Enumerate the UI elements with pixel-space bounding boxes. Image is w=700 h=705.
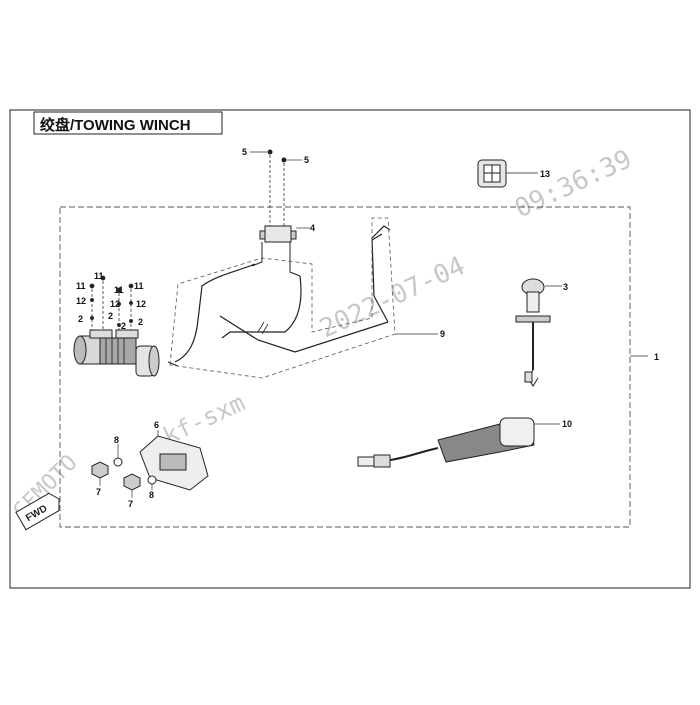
winch-motor [73,329,160,377]
callout-labels: 1 3 4 5 5 6 7 7 8 8 9 10 11 11 11 11 12 … [76,147,659,509]
diagram-title: 绞盘/TOWING WINCH [40,116,191,134]
callout-12a: 12 [76,296,86,306]
callout-11a: 11 [76,281,86,291]
switch-part [515,278,562,387]
harness-outline [169,217,396,379]
outer-frame [9,109,691,589]
winch-bolt-lines [89,275,134,330]
callout-11c: 11 [114,285,124,295]
callout-11b: 11 [94,271,104,281]
callout-1: 1 [654,352,659,362]
callout-8b: 8 [149,490,154,500]
callout-7a: 7 [96,487,101,497]
fwd-logo: FWD [15,492,60,531]
remote-control-part [357,417,560,468]
callout-8a: 8 [114,435,119,445]
callout-7b: 7 [128,499,133,509]
title-box [33,111,223,135]
callout-12b: 12 [110,299,120,309]
watermark-time: 09:36:39 [510,144,636,224]
fasteners [91,444,157,498]
callout-11d: 11 [134,281,144,291]
callout-4: 4 [310,223,315,233]
watermark-date: 2022-07-04 [315,251,470,344]
bolts-5 [250,149,302,228]
assembly-box [59,206,631,528]
callout-3: 3 [563,282,568,292]
callout-10: 10 [562,419,572,429]
callout-9: 9 [440,329,445,339]
control-box-part [251,225,310,277]
callout-2d: 2 [138,317,143,327]
callout-13: 13 [540,169,550,179]
callout-12c: 12 [136,299,146,309]
callout-6: 6 [154,420,159,430]
connector-part [477,159,538,188]
callout-5a: 5 [242,147,247,157]
callout-2a: 2 [78,314,83,324]
callout-5b: 5 [304,155,309,165]
callout-2b: 2 [108,311,113,321]
callout-2c: 2 [121,321,126,331]
wiring-harness [167,225,391,367]
